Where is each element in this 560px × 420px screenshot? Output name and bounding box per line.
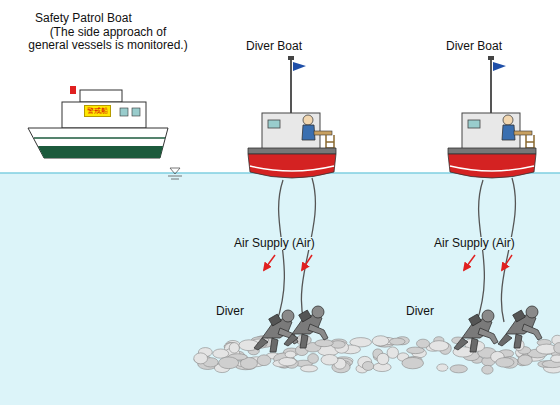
rubble-stone (377, 353, 389, 364)
rubble-stone (437, 364, 448, 371)
rubble-stone (321, 354, 338, 365)
heading-label: Safety Patrol Boat (35, 12, 132, 25)
rubble-stone (362, 361, 373, 370)
diver-label: Diver (214, 305, 246, 318)
rubble-stone (496, 358, 514, 368)
rubble-stone (389, 338, 405, 345)
sign-text: 警戒船 (87, 107, 108, 115)
rubble-stone (194, 353, 208, 364)
rubble-stone (482, 365, 493, 374)
diver-label: Diver (404, 305, 436, 318)
boat-label: Diver Boat (446, 40, 502, 53)
hose-label: Air Supply (Air) (432, 237, 517, 250)
rubble-stone (450, 365, 467, 373)
rubble-stone (285, 351, 296, 358)
rubble-stone (257, 355, 271, 366)
rubble-stone (402, 357, 424, 368)
rubble-stone (551, 355, 560, 362)
rubble-stone (416, 339, 429, 348)
boat-sign: 警戒船 (84, 105, 111, 117)
rubble-stone (279, 357, 297, 365)
note-label: (The side approach of general vessels is… (28, 26, 188, 52)
rubble-stone (300, 365, 317, 372)
rubble-stone (554, 343, 560, 354)
rubble-stone (429, 341, 448, 351)
rubble-stone (387, 347, 398, 358)
hose-label: Air Supply (Air) (232, 237, 317, 250)
patrol-boat (28, 86, 168, 158)
rubble-stone (315, 340, 333, 347)
rubble-stone (229, 343, 239, 353)
rubble-stone (308, 354, 319, 364)
rubble-stone (372, 336, 389, 346)
rubble-stone (518, 355, 532, 365)
boat-label: Diver Boat (246, 40, 302, 53)
rubble-stone (331, 341, 345, 349)
rubble-stone (219, 357, 239, 369)
